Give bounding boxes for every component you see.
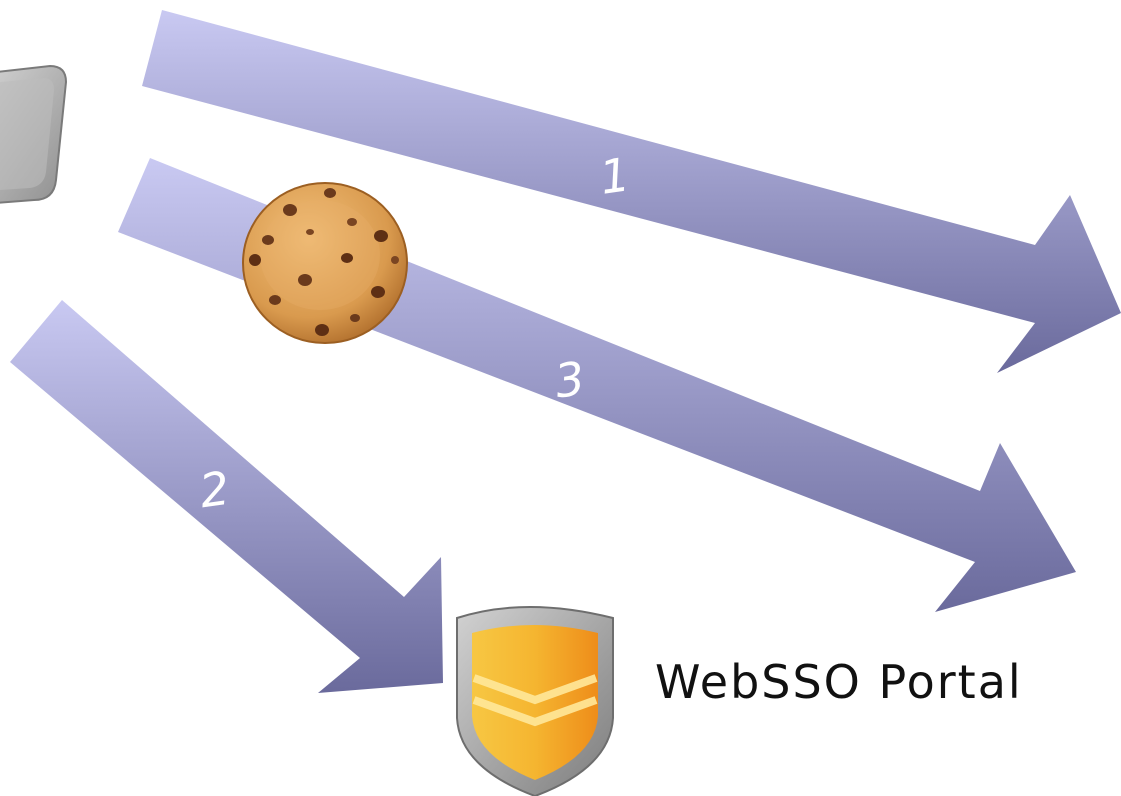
cookie-icon <box>242 182 408 344</box>
portal-label: WebSSO Portal <box>655 655 1023 709</box>
shield-icon <box>456 606 614 796</box>
arrow-1: 1 <box>142 10 1121 373</box>
laptop-icon <box>0 64 68 204</box>
arrow-2: 2 <box>10 300 443 693</box>
